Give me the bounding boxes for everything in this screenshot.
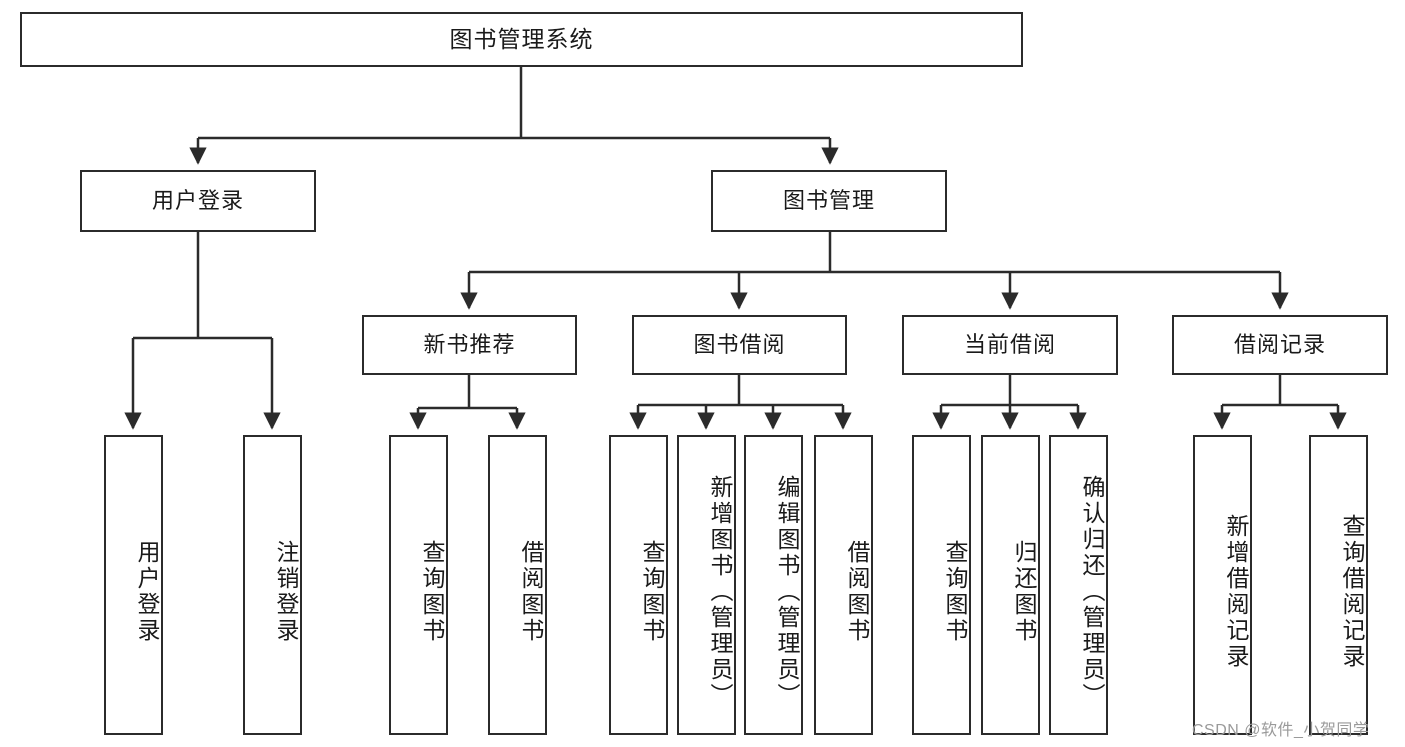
node-leaf-borrow-book-1-label: 借阅图书	[518, 540, 544, 644]
node-user-login[interactable]: 用户登录	[80, 170, 316, 232]
node-leaf-add-book[interactable]: 新增图书（管理员）	[677, 435, 736, 735]
node-root-label: 图书管理系统	[449, 26, 594, 53]
node-book-manage-label: 图书管理	[782, 188, 875, 214]
node-current-borrow[interactable]: 当前借阅	[902, 315, 1118, 375]
node-leaf-user-login[interactable]: 用户登录	[104, 435, 163, 735]
node-leaf-borrow-book-2[interactable]: 借阅图书	[814, 435, 873, 735]
node-leaf-query-book-3-label: 查询图书	[942, 540, 968, 644]
node-leaf-edit-book[interactable]: 编辑图书（管理员）	[744, 435, 803, 735]
node-leaf-query-book-2-label: 查询图书	[639, 540, 665, 644]
node-book-manage[interactable]: 图书管理	[711, 170, 947, 232]
node-leaf-query-book-1[interactable]: 查询图书	[389, 435, 448, 735]
node-leaf-return-book[interactable]: 归还图书	[981, 435, 1040, 735]
node-current-borrow-label: 当前借阅	[963, 332, 1056, 358]
node-leaf-borrow-book-1[interactable]: 借阅图书	[488, 435, 547, 735]
node-leaf-add-record[interactable]: 新增借阅记录	[1193, 435, 1252, 735]
node-leaf-query-book-1-label: 查询图书	[419, 540, 445, 644]
node-root[interactable]: 图书管理系统	[20, 12, 1023, 67]
node-leaf-edit-book-label: 编辑图书（管理员）	[774, 475, 800, 709]
watermark-text: CSDN @软件_小贺同学	[1192, 722, 1370, 739]
node-leaf-query-book-2[interactable]: 查询图书	[609, 435, 668, 735]
node-leaf-logout-label: 注销登录	[273, 540, 299, 644]
node-leaf-query-record-label: 查询借阅记录	[1339, 514, 1365, 670]
node-leaf-query-record[interactable]: 查询借阅记录	[1309, 435, 1368, 735]
node-leaf-return-book-label: 归还图书	[1011, 540, 1037, 644]
node-leaf-user-login-label: 用户登录	[134, 540, 160, 644]
node-book-borrow-label: 图书借阅	[693, 332, 786, 358]
node-user-login-label: 用户登录	[151, 188, 244, 214]
node-leaf-add-record-label: 新增借阅记录	[1223, 514, 1249, 670]
node-new-book-rec-label: 新书推荐	[423, 332, 516, 358]
node-new-book-rec[interactable]: 新书推荐	[362, 315, 577, 375]
node-leaf-borrow-book-2-label: 借阅图书	[844, 540, 870, 644]
node-leaf-logout[interactable]: 注销登录	[243, 435, 302, 735]
node-leaf-query-book-3[interactable]: 查询图书	[912, 435, 971, 735]
node-leaf-confirm-return-label: 确认归还（管理员）	[1079, 475, 1105, 709]
node-book-borrow[interactable]: 图书借阅	[632, 315, 847, 375]
node-leaf-add-book-label: 新增图书（管理员）	[707, 475, 733, 709]
node-borrow-record[interactable]: 借阅记录	[1172, 315, 1388, 375]
node-leaf-confirm-return[interactable]: 确认归还（管理员）	[1049, 435, 1108, 735]
node-borrow-record-label: 借阅记录	[1233, 332, 1326, 358]
